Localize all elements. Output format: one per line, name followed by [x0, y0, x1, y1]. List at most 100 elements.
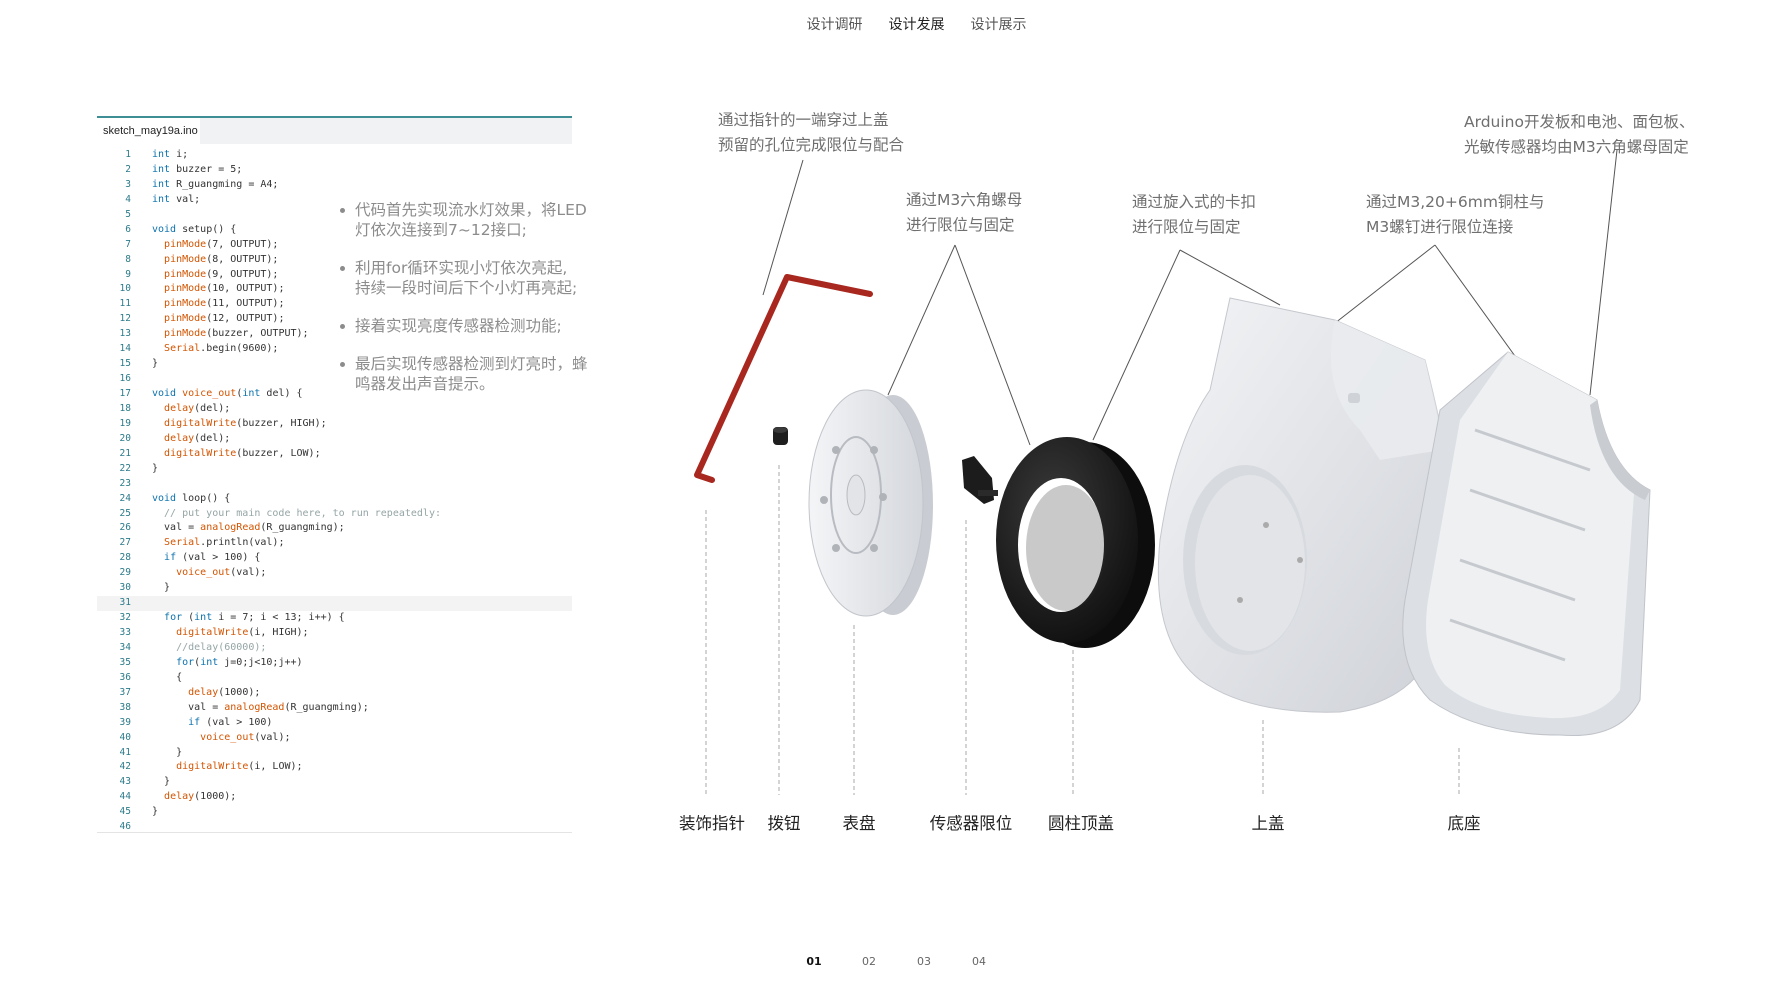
line-number: 26: [119, 522, 131, 534]
guide-lines: [705, 465, 1460, 795]
code-text: if (val > 100) {: [164, 552, 261, 564]
line-number: 16: [119, 373, 131, 385]
page-02[interactable]: 02: [862, 955, 876, 968]
code-text: }: [152, 806, 159, 818]
line-number: 37: [119, 686, 131, 698]
line-number: 28: [119, 552, 131, 564]
code-text: }: [152, 776, 171, 788]
code-line: 43 }: [97, 775, 572, 790]
code-line: 35 for(int j=0;j<10;j++): [97, 656, 572, 671]
code-text: pinMode(8, OUTPUT);: [164, 253, 279, 265]
nav-item-development[interactable]: 设计发展: [888, 17, 945, 33]
code-line: 25 // put your main code here, to run re…: [97, 507, 572, 522]
description-line: 灯依次连接到7~12接口;: [355, 221, 527, 239]
editor-tab[interactable]: sketch_may19a.ino: [97, 118, 200, 144]
code-line: 13 pinMode(buzzer, OUTPUT);: [97, 327, 572, 342]
description-line: 持续一段时间后下个小灯再亮起;: [355, 279, 578, 297]
code-text: voice_out(val);: [176, 567, 267, 579]
code-line: 42 digitalWrite(i, LOW);: [97, 760, 572, 775]
cylinder-cap-part: [996, 437, 1155, 648]
code-text: int R_guangming = A4;: [152, 178, 279, 190]
part-label-pointer: 装饰指针: [679, 814, 745, 833]
line-number: 22: [119, 462, 131, 474]
code-text: if (val > 100): [188, 716, 273, 728]
line-number: 30: [119, 582, 131, 594]
code-text: }: [152, 582, 171, 594]
line-number: 46: [119, 821, 131, 833]
code-text: int val;: [152, 193, 201, 205]
note-standoff: 通过M3,20+6mm铜柱与 M3螺钉进行限位连接: [1366, 193, 1545, 236]
code-text: void setup() {: [152, 223, 237, 235]
code-text: pinMode(11, OUTPUT);: [164, 298, 285, 310]
line-number: 40: [119, 731, 131, 743]
code-line: 26 val = analogRead(R_guangming);: [97, 521, 572, 536]
part-label-top-cover: 上盖: [1251, 814, 1285, 833]
line-number: 6: [125, 223, 131, 235]
code-line: 15}: [97, 357, 572, 372]
section-nav: 设计调研 设计发展 设计展示: [30, 14, 1773, 34]
code-line: 9 pinMode(9, OUTPUT);: [97, 268, 572, 283]
note-nut: 通过M3六角螺母 进行限位与固定: [906, 191, 1023, 234]
code-text: val = analogRead(R_guangming);: [152, 522, 345, 534]
code-text: val = analogRead(R_guangming);: [152, 701, 369, 713]
code-text: //delay(60000);: [152, 641, 267, 653]
line-number: 23: [119, 477, 131, 489]
part-label-cylinder-cap: 圆柱顶盖: [1048, 814, 1114, 833]
line-number: 1: [125, 149, 131, 160]
description-item: 利用for循环实现小灯依次亮起, 持续一段时间后下个小灯再亮起;: [338, 258, 618, 298]
code-text: {: [152, 671, 183, 683]
code-line: 36 {: [97, 671, 572, 686]
code-text: delay(del);: [164, 432, 231, 444]
line-number: 8: [125, 253, 131, 265]
line-number: 12: [119, 313, 131, 325]
line-number: 24: [119, 492, 131, 504]
note-arduino: Arduino开发板和电池、面包板、 光敏传感器均由M3六角螺母固定: [1464, 113, 1695, 156]
line-number: 38: [119, 701, 131, 713]
note-pointer: 通过指针的一端穿过上盖 预留的孔位完成限位与配合: [718, 111, 905, 154]
code-line: 39 if (val > 100): [97, 716, 572, 731]
code-line: 7 pinMode(7, OUTPUT);: [97, 238, 572, 253]
page-01[interactable]: 01: [806, 955, 822, 968]
line-number: 14: [119, 343, 131, 355]
code-line: 40 voice_out(val);: [97, 731, 572, 746]
code-text: digitalWrite(i, HIGH);: [176, 627, 309, 638]
line-number: 29: [119, 567, 131, 579]
line-number: 11: [119, 298, 131, 310]
code-line: 33 digitalWrite(i, HIGH);: [97, 626, 572, 641]
editor-tab-bar: sketch_may19a.ino: [97, 116, 572, 144]
line-number: 13: [119, 328, 131, 340]
knob-part: [773, 427, 788, 445]
description-line: 利用for循环实现小灯依次亮起,: [355, 259, 568, 277]
nav-item-showcase[interactable]: 设计展示: [970, 17, 1027, 33]
line-number: 35: [119, 656, 131, 668]
code-line: 19 digitalWrite(buzzer, HIGH);: [97, 417, 572, 432]
code-line: 22}: [97, 462, 572, 477]
page-03[interactable]: 03: [917, 955, 931, 968]
code-text: digitalWrite(buzzer, LOW);: [164, 447, 321, 459]
pointer-part: [694, 274, 873, 483]
code-line: 18 delay(del);: [97, 402, 572, 417]
code-text: delay(1000);: [164, 791, 237, 803]
part-label-base: 底座: [1447, 814, 1481, 833]
line-number: 15: [119, 358, 131, 370]
code-line: 28 if (val > 100) {: [97, 551, 572, 566]
sensor-stop-part: [962, 456, 998, 504]
line-number: 33: [119, 627, 131, 638]
code-text: for(int j=0;j<10;j++): [176, 656, 303, 668]
code-text: digitalWrite(i, LOW);: [176, 761, 303, 773]
code-text: }: [152, 462, 159, 474]
code-text: pinMode(10, OUTPUT);: [164, 283, 285, 295]
line-number: 18: [119, 402, 131, 414]
nav-item-research[interactable]: 设计调研: [806, 17, 863, 33]
code-line: 41 }: [97, 746, 572, 761]
page-04[interactable]: 04: [972, 955, 986, 968]
code-text: Serial.println(val);: [164, 537, 285, 549]
